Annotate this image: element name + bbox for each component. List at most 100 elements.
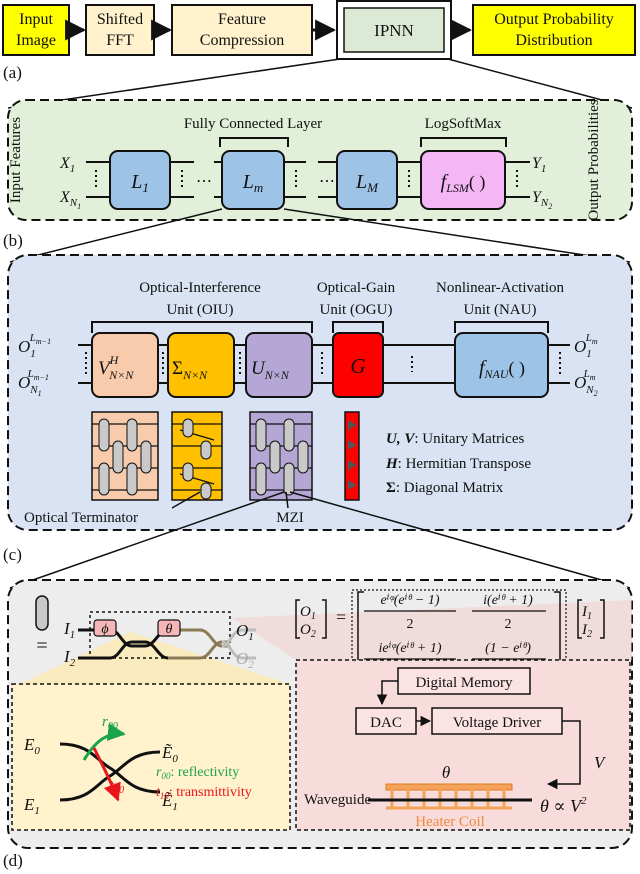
gain-strip bbox=[344, 411, 360, 501]
theta-shifter bbox=[157, 619, 181, 637]
sigma-mesh bbox=[171, 411, 223, 501]
rhs-i1: I1 bbox=[581, 604, 592, 622]
c-in-top-label: O1Lm−1 bbox=[18, 332, 51, 360]
block-ipnn bbox=[343, 7, 445, 53]
yn-label: YN2 bbox=[532, 189, 552, 211]
l1-label: L1 bbox=[130, 171, 149, 195]
panel-c-vdots bbox=[85, 352, 561, 376]
theta-relation: θ ∝ V2 bbox=[540, 795, 587, 816]
xn-label: XN1 bbox=[59, 189, 81, 211]
block-shifted-fft-line1: Shifted bbox=[97, 11, 143, 28]
e1-label: E1 bbox=[23, 795, 40, 817]
r00-legend: r00: reflectivity bbox=[156, 765, 239, 781]
heater-coil-top bbox=[385, 783, 513, 791]
phi-shifter bbox=[93, 619, 117, 637]
digital-memory-label: Digital Memory bbox=[415, 675, 513, 691]
ogu-title-1: Optical-Gain bbox=[317, 280, 396, 296]
digital-memory-box bbox=[397, 667, 531, 695]
r00-arrow bbox=[82, 723, 126, 761]
panel-b-vdots bbox=[95, 170, 518, 190]
v-label: V bbox=[594, 753, 607, 772]
dac-label: DAC bbox=[370, 715, 402, 731]
block-shifted-fft-line2: FFT bbox=[106, 32, 134, 49]
block-feature-compression bbox=[171, 4, 313, 56]
c-out-top-label: O1Lm bbox=[574, 332, 598, 360]
heater-coil-label: Heater Coil bbox=[415, 814, 485, 830]
fc-bracket bbox=[219, 137, 289, 147]
optical-terminator-label: Optical Terminator bbox=[24, 510, 138, 526]
block-g bbox=[332, 332, 384, 398]
terminator-pointer bbox=[171, 491, 201, 509]
zoom-line-b-left bbox=[9, 208, 223, 263]
nau-title-2: Unit (NAU) bbox=[464, 302, 537, 318]
lhs-o2: O2 bbox=[300, 622, 316, 640]
dots-b1: ⋯ bbox=[196, 173, 212, 190]
lm-label: Lm bbox=[242, 171, 264, 195]
dots-b2: ⋯ bbox=[319, 173, 335, 190]
e0-label: E0 bbox=[23, 735, 40, 757]
block-feature-compression-line2: Compression bbox=[200, 32, 284, 49]
g-label: G bbox=[350, 354, 365, 378]
waveguide-label: Waveguide bbox=[304, 792, 371, 808]
logsoftmax-title: LogSoftMax bbox=[425, 116, 502, 132]
oiu-title-2: Unit (OIU) bbox=[166, 302, 233, 318]
block-ipnn-label: IPNN bbox=[374, 21, 414, 40]
a12: i(eⁱᶿ + 1) bbox=[483, 593, 533, 608]
ogu-bracket bbox=[332, 321, 384, 333]
heater-coil-rungs bbox=[390, 786, 506, 808]
zoom-line-c-right bbox=[289, 491, 631, 589]
et0-label: Ẽ0 bbox=[161, 743, 178, 765]
matrix-dashed-box bbox=[351, 589, 567, 685]
oiu-title-1: Optical-Interference bbox=[139, 280, 261, 296]
i1-label: I1 bbox=[63, 619, 75, 641]
y1-label: Y1 bbox=[532, 155, 546, 175]
block-l1 bbox=[109, 150, 171, 210]
panel-c: Optical-Interference Unit (OIU) Optical-… bbox=[3, 254, 633, 589]
mzi-equals: = bbox=[36, 635, 47, 657]
rhs-i2: I2 bbox=[581, 622, 592, 640]
panel-a-label: (a) bbox=[3, 63, 22, 82]
mzi-dashed-box bbox=[89, 611, 231, 659]
ogu-title-2: Unit (OGU) bbox=[320, 302, 393, 318]
panel-b-label: (b) bbox=[3, 231, 23, 250]
theta-label: θ bbox=[166, 622, 173, 637]
block-feature-compression-line1: Feature bbox=[218, 11, 266, 28]
t10-arrow bbox=[92, 747, 121, 802]
block-output-probability bbox=[472, 4, 636, 56]
mzi-label: MZI bbox=[276, 510, 304, 526]
heater-detail: Digital Memory DAC Voltage Driver V θ Wa… bbox=[295, 659, 631, 831]
input-features-label: Input Features bbox=[8, 117, 24, 203]
sigma-label: ΣN×N bbox=[172, 358, 208, 382]
legend-h: H: Hermitian Transpose bbox=[385, 456, 531, 472]
coupler-detail: E0 E1 Ẽ0 Ẽ1 r00 t10 r00: reflectivity t1… bbox=[11, 683, 291, 831]
o1-label: O1 bbox=[236, 621, 254, 643]
driver-to-heater-arrow bbox=[546, 720, 581, 790]
phi-label: ϕ bbox=[101, 622, 108, 637]
a22: (1 − eⁱᶿ) bbox=[485, 641, 531, 656]
panel-a: Input Image Shifted FFT Feature Compress… bbox=[2, 0, 636, 109]
vh-mesh bbox=[91, 411, 159, 501]
x1-label: X1 bbox=[59, 155, 75, 175]
oiu-bracket bbox=[91, 321, 313, 333]
block-lM bbox=[336, 150, 398, 210]
mzi-waveguides-faded bbox=[168, 628, 230, 660]
mzi-output-faded bbox=[221, 628, 256, 660]
block-output-line2: Distribution bbox=[515, 32, 592, 49]
block-input-image-line1: Input bbox=[19, 11, 53, 28]
legend-sigma: Σ: Diagonal Matrix bbox=[386, 480, 504, 496]
panel-b-wires bbox=[86, 161, 530, 198]
a21: ieⁱᵠ(eⁱᶿ + 1) bbox=[379, 641, 442, 656]
block-output-line1: Output Probability bbox=[494, 11, 614, 28]
dac-box bbox=[355, 707, 417, 735]
output-probabilities-label: Output Probabilities bbox=[586, 99, 602, 220]
lsm-label: fLSM( ) bbox=[441, 171, 486, 195]
voltage-driver-label: Voltage Driver bbox=[453, 715, 541, 731]
a11: eⁱᵠ(eⁱᶿ − 1) bbox=[380, 593, 439, 608]
a11-den: 2 bbox=[407, 617, 414, 632]
block-lm bbox=[221, 150, 285, 210]
panel-c-wires bbox=[78, 344, 570, 384]
legend-uv: U, V: Unitary Matrices bbox=[386, 431, 524, 447]
